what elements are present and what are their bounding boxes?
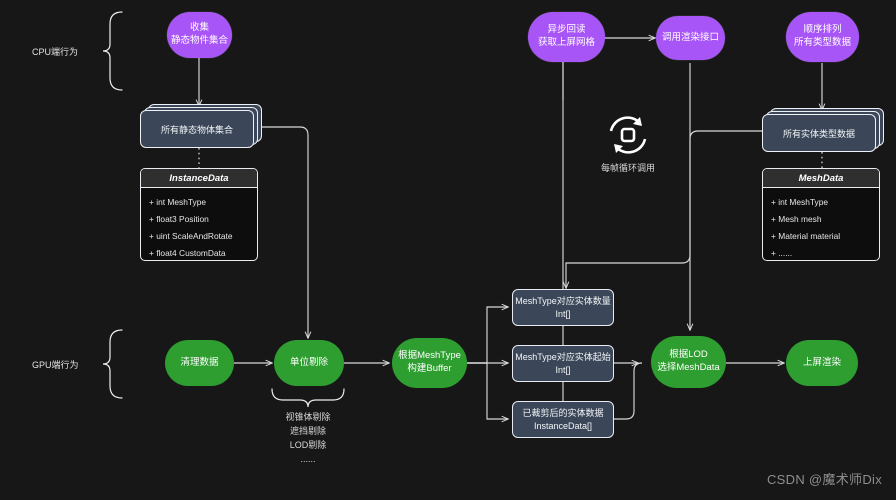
node-unit-cull[interactable]: 单位剔除: [274, 340, 344, 386]
wire-static-to-unitcull: [258, 126, 308, 338]
box-culled-instances[interactable]: 已裁剪后的实体数据 InstanceData[]: [512, 401, 614, 438]
brace-cpu: [102, 11, 123, 91]
uml-row: + Mesh mesh: [771, 213, 822, 224]
wire-alltypes-to-lod: [690, 130, 764, 330]
node-select-lod[interactable]: 根据LOD 选择MeshData: [651, 336, 726, 388]
side-label-gpu: GPU端行为: [32, 360, 79, 370]
stack-all-static-objects[interactable]: 所有静态物体集合: [140, 104, 262, 150]
uml-row: + uint ScaleAndRotate: [149, 230, 233, 241]
node-clean-data[interactable]: 清理数据: [165, 340, 234, 386]
wire-buffer-to-culled: [467, 362, 508, 419]
wire-culled-to-lod: [614, 362, 643, 420]
node-collect[interactable]: 收集 静态物件集合: [167, 12, 232, 58]
uml-row: + float4 CustomData: [149, 247, 226, 258]
node-call-render[interactable]: 调用渲染接口: [656, 16, 725, 60]
uml-box-instance-data[interactable]: InstanceData + int MeshType + float3 Pos…: [140, 168, 258, 261]
uml-title: InstanceData: [141, 169, 257, 188]
uml-box-mesh-data[interactable]: MeshData + int MeshType + Mesh mesh + Ma…: [762, 168, 880, 261]
uml-row: + ......: [771, 247, 793, 258]
caption-cull-list: 视锥体剔除 遮挡剔除 LOD剔除 ......: [285, 412, 331, 464]
uml-body: + int MeshType + float3 Position + uint …: [141, 188, 257, 260]
brace-gpu: [102, 329, 123, 399]
stack-label: 所有实体类型数据: [782, 128, 855, 139]
watermark: CSDN @魔术师Dix: [766, 472, 882, 487]
node-sort-types[interactable]: 顺序排列 所有类型数据: [786, 12, 859, 62]
uml-body: + int MeshType + Mesh mesh + Material ma…: [763, 188, 879, 260]
node-build-buffer[interactable]: 根据MeshType 构建Buffer: [392, 338, 467, 388]
stack-label: 所有静态物体集合: [160, 124, 233, 135]
uml-title: MeshData: [763, 169, 879, 188]
stack-layer-front: 所有实体类型数据: [762, 114, 876, 152]
stack-layer-front: 所有静态物体集合: [140, 110, 254, 148]
node-async-readback[interactable]: 异步回读 获取上屏网格: [528, 12, 605, 62]
brace-cull: [271, 388, 345, 408]
uml-row: + Material material: [771, 230, 841, 241]
box-meshtype-count[interactable]: MeshType对应实体数量 Int[]: [512, 289, 614, 326]
uml-row: + int MeshType: [771, 196, 829, 207]
node-present[interactable]: 上屏渲染: [786, 340, 858, 386]
box-meshtype-start[interactable]: MeshType对应实体起始 Int[]: [512, 345, 614, 382]
side-label-cpu: CPU端行为: [32, 47, 79, 57]
uml-row: + float3 Position: [149, 213, 209, 224]
loop-refresh-icon: [609, 116, 647, 154]
wire-buffer-to-count: [467, 307, 508, 364]
caption-loop-label: 每帧循环调用: [600, 163, 655, 173]
uml-row: + int MeshType: [149, 196, 207, 207]
stack-all-entity-types[interactable]: 所有实体类型数据: [762, 108, 884, 154]
